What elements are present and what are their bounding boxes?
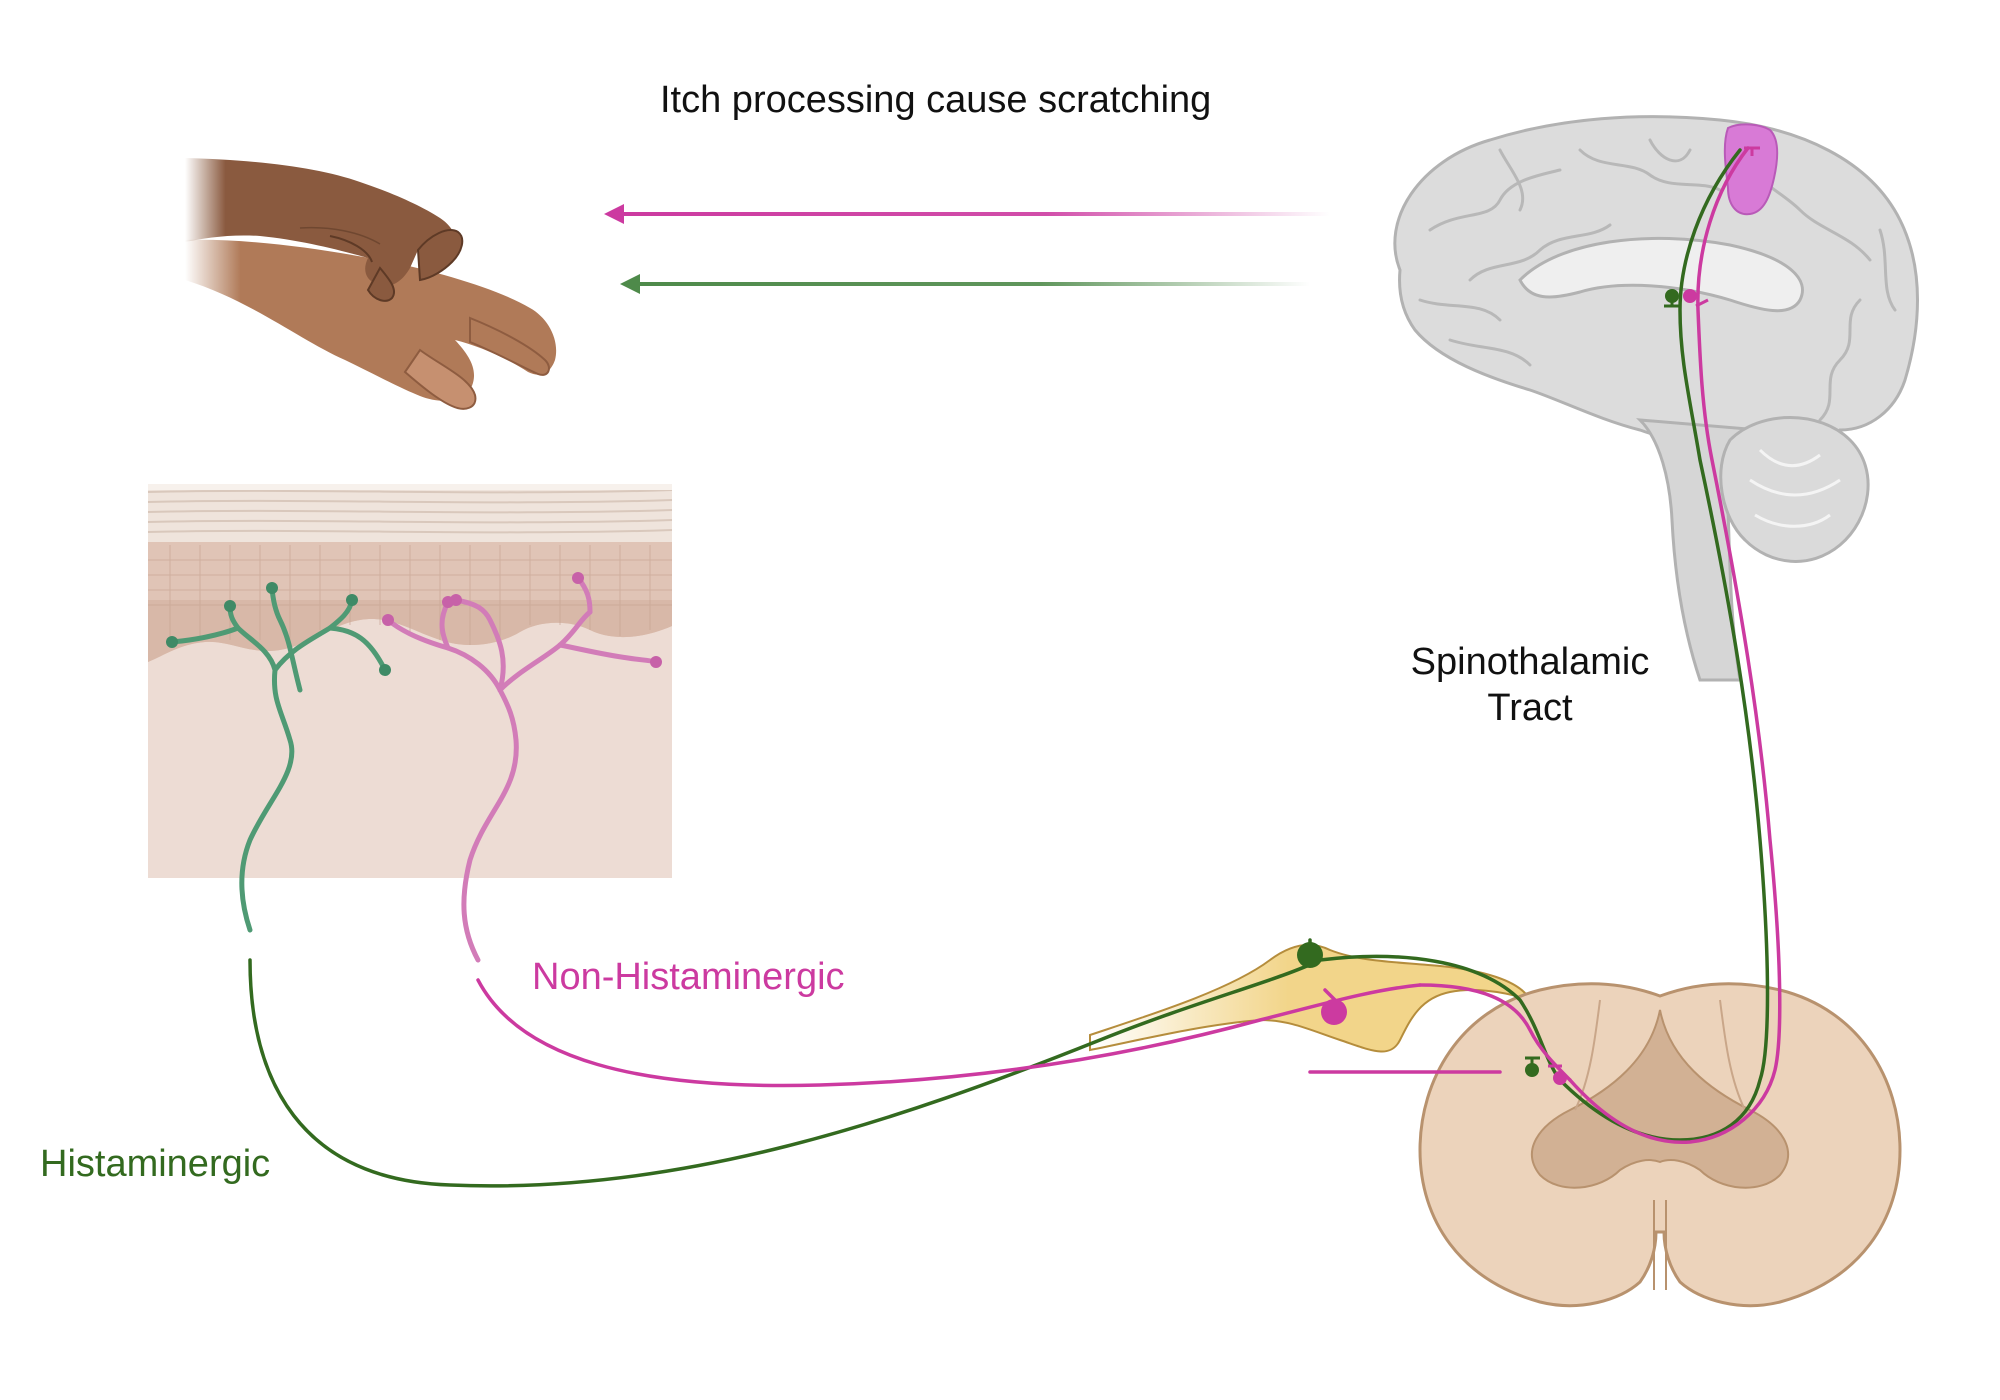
skin-cross-section-icon [147, 484, 673, 878]
brain-sagittal-icon [1393, 115, 1919, 682]
scratch-arrow-magenta [604, 204, 1330, 224]
histaminergic-synapses [1297, 289, 1680, 1077]
histaminergic-skin-nerve-tips [166, 582, 391, 676]
scratch-arrow-green [620, 274, 1310, 294]
histaminergic-skin-nerve [169, 585, 388, 933]
spinal-cord-cross-section-icon [1418, 982, 1902, 1308]
non-histaminergic-pathway [476, 146, 1782, 1145]
diagram-title: Itch processing cause scratching [660, 79, 1212, 121]
spinothalamic-tract-label: Spinothalamic Tract [1410, 641, 1650, 729]
scratching-hand-icon [185, 158, 557, 410]
dorsal-root-ganglion-icon [1089, 943, 1532, 1053]
histaminergic-label: Histaminergic [40, 1143, 271, 1185]
non-histaminergic-skin-nerve-tips [382, 572, 662, 668]
non-histaminergic-label: Non-Histaminergic [532, 956, 845, 998]
non-histaminergic-synapses [1321, 146, 1760, 1085]
